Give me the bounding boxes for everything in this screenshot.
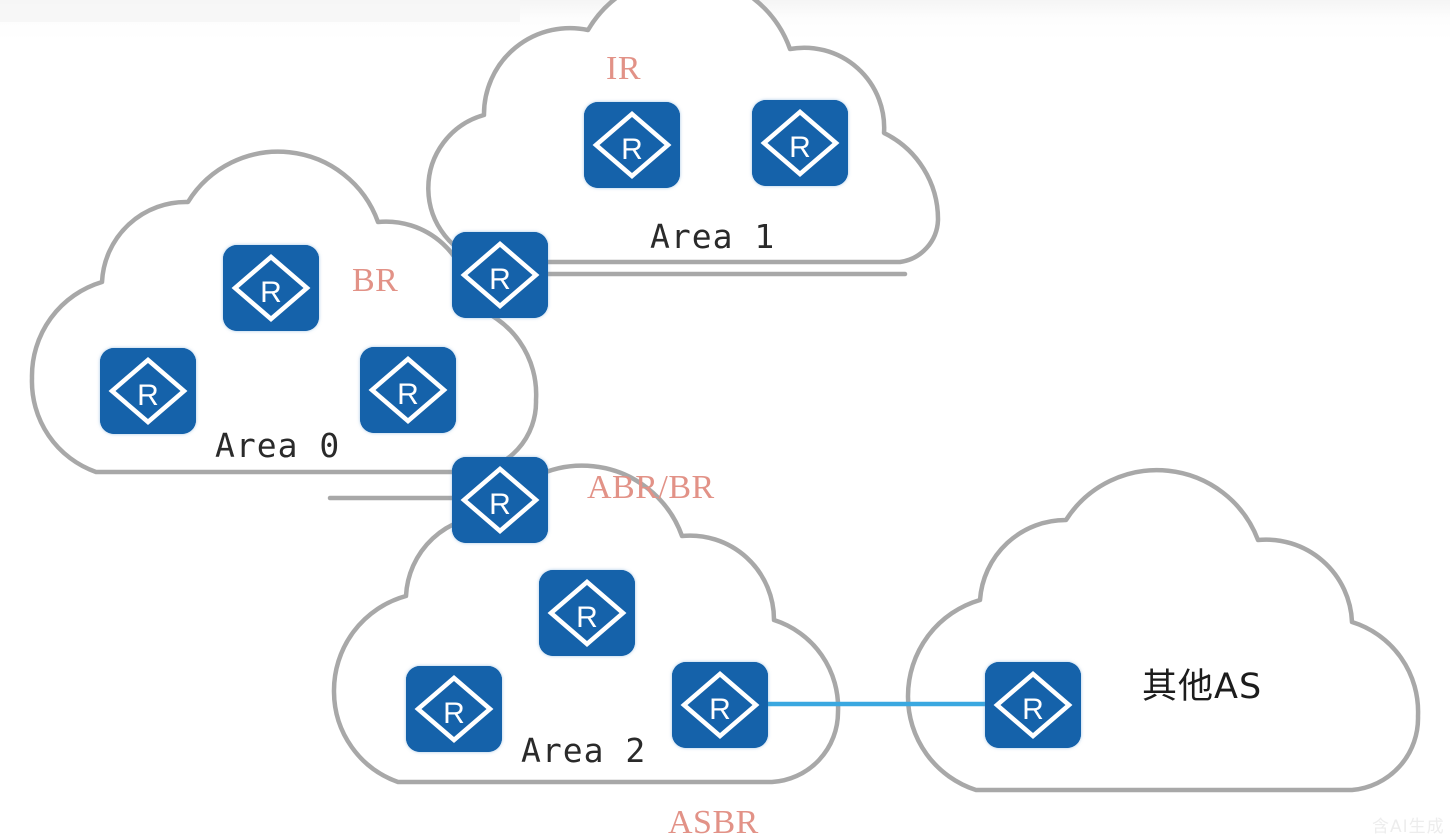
role-label-ir: IR [606, 50, 641, 87]
area-label-area-2: Area 2 [521, 731, 647, 770]
router-area1-2[interactable]: R [752, 100, 848, 186]
router-icon: R [752, 100, 848, 186]
router-icon: R [985, 662, 1081, 748]
router-area0-right[interactable]: R [360, 347, 456, 433]
svg-text:R: R [489, 488, 511, 521]
router-icon: R [539, 570, 635, 656]
router-area2-left[interactable]: R [406, 666, 502, 752]
role-label-br: BR [352, 262, 399, 299]
router-icon: R [223, 245, 319, 331]
svg-text:R: R [576, 601, 598, 634]
svg-text:R: R [260, 276, 282, 309]
svg-text:R: R [489, 263, 511, 296]
svg-text:R: R [709, 693, 731, 726]
area-label-area-1: Area 1 [650, 217, 776, 256]
router-area0-left[interactable]: R [100, 348, 196, 434]
role-label-abr-br: ABR/BR [587, 469, 715, 506]
cloud-outline-area-1 [426, 0, 941, 265]
svg-text:R: R [789, 131, 811, 164]
router-icon: R [452, 457, 548, 543]
area-label-other-as: 其他AS [1142, 667, 1263, 707]
svg-text:R: R [443, 697, 465, 730]
router-icon: R [100, 348, 196, 434]
router-icon: R [406, 666, 502, 752]
router-icon: R [672, 662, 768, 748]
router-area2-top[interactable]: R [539, 570, 635, 656]
router-icon: R [452, 232, 548, 318]
router-asbr[interactable]: R [672, 662, 768, 748]
svg-text:R: R [137, 379, 159, 412]
router-abr-br[interactable]: R [452, 457, 548, 543]
svg-text:R: R [1022, 693, 1044, 726]
ai-watermark: 含AI生成 [1372, 817, 1445, 835]
router-icon: R [360, 347, 456, 433]
router-icon: R [584, 102, 680, 188]
area-label-area-0: Area 0 [215, 426, 341, 465]
router-other-as[interactable]: R [985, 662, 1081, 748]
svg-text:R: R [621, 133, 643, 166]
svg-text:R: R [397, 378, 419, 411]
role-label-asbr: ASBR [668, 804, 759, 835]
router-br[interactable]: R [452, 232, 548, 318]
router-area1-1[interactable]: R [584, 102, 680, 188]
router-area0-top[interactable]: R [223, 245, 319, 331]
